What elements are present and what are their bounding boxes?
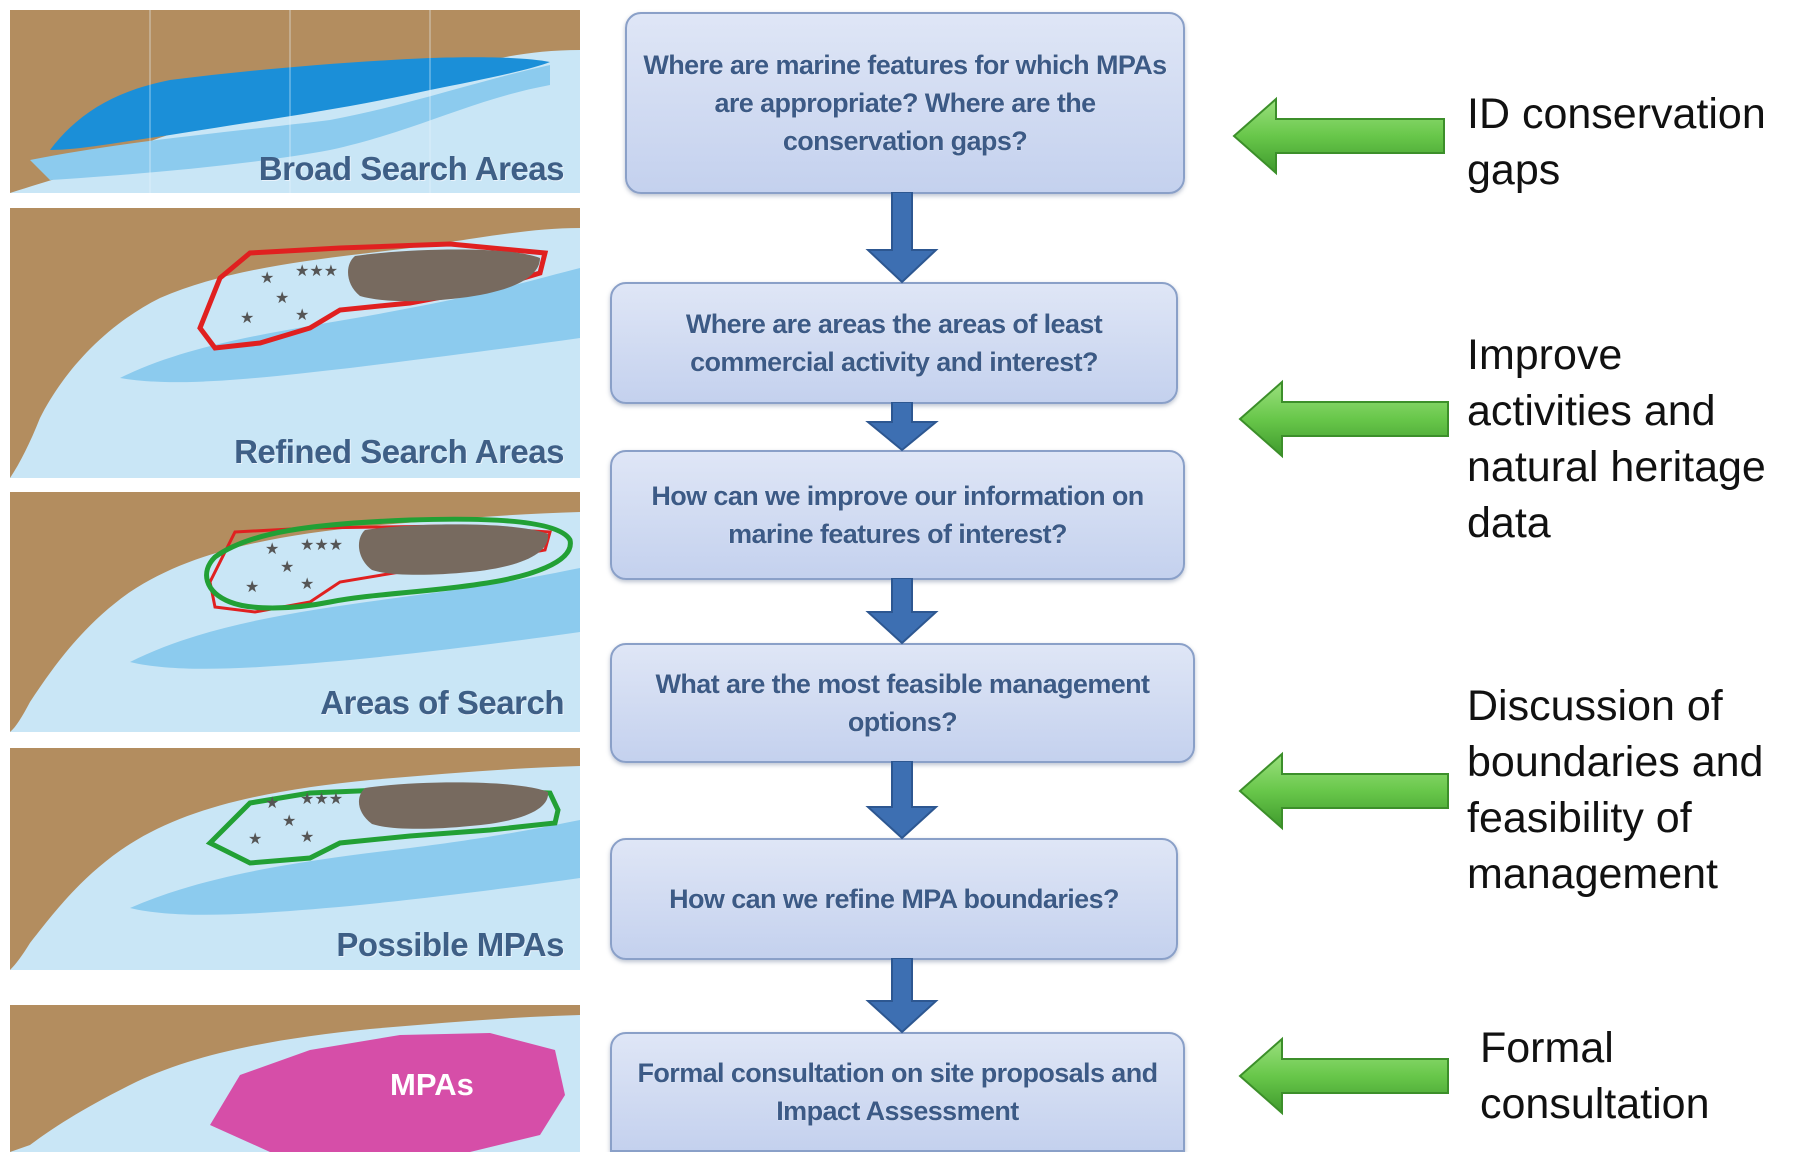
svg-text:★: ★	[245, 579, 259, 596]
svg-text:★★★: ★★★	[295, 263, 338, 280]
svg-text:★: ★	[265, 541, 279, 558]
annotation-id-conservation-gaps: ID conservation gaps	[1467, 90, 1766, 194]
svg-text:★: ★	[265, 795, 279, 812]
flow-step-text: Where are areas the areas of least comme…	[685, 309, 1103, 377]
flow-step-commercial-activity: Where are areas the areas of least comme…	[610, 282, 1178, 404]
svg-text:★: ★	[240, 310, 254, 327]
map-possible-mpas-illustration: ★ ★★★ ★ ★ ★	[10, 748, 580, 970]
map-mpas-illustration	[10, 1005, 580, 1152]
left-arrow-icon	[1238, 751, 1449, 831]
panel-label-possible-mpas: Possible MPAs	[336, 926, 564, 963]
flow-step-management-options: What are the most feasible management op…	[610, 643, 1195, 763]
map-panel-areas-of-search: ★ ★★★ ★ ★ ★ Areas of Search	[10, 492, 580, 732]
flow-step-text: What are the most feasible management op…	[655, 669, 1151, 737]
panel-label-mpas: MPAs	[390, 1067, 474, 1102]
map-panel-mpas: MPAs	[10, 1005, 580, 1152]
map-panel-refined: ★ ★★★ ★ ★ ★ Refined Search Areas	[10, 208, 580, 478]
flow-step-refine-boundaries: How can we refine MPA boundaries?	[610, 838, 1178, 960]
left-arrow-icon	[1232, 96, 1445, 176]
down-arrow-icon	[865, 192, 939, 284]
panel-label-broad: Broad Search Areas	[258, 150, 565, 187]
flow-step-improve-information: How can we improve our information on ma…	[610, 450, 1185, 580]
down-arrow-icon	[865, 958, 939, 1034]
svg-text:★★★: ★★★	[300, 537, 343, 554]
svg-text:★: ★	[300, 576, 314, 593]
flow-step-formal-consultation: Formal consultation on site proposals an…	[610, 1032, 1185, 1152]
svg-text:★: ★	[260, 270, 274, 287]
left-arrow-icon	[1238, 1036, 1449, 1116]
map-panel-possible-mpas: ★ ★★★ ★ ★ ★ Possible MPAs	[10, 748, 580, 970]
flow-step-text: Formal consultation on site proposals an…	[637, 1058, 1159, 1126]
svg-text:★★★: ★★★	[300, 791, 343, 808]
panel-label-refined: Refined Search Areas	[234, 433, 564, 470]
down-arrow-icon	[865, 578, 939, 645]
left-arrow-icon	[1238, 379, 1449, 459]
svg-text:★: ★	[295, 307, 309, 324]
annotation-improve-data: Improve activities and natural heritage …	[1467, 331, 1766, 547]
map-refined-illustration: ★ ★★★ ★ ★ ★	[10, 208, 580, 478]
flow-step-text: How can we refine MPA boundaries?	[669, 884, 1119, 914]
annotation-formal-consultation: Formal consultation	[1480, 1024, 1710, 1128]
map-panel-broad: Broad Search Areas	[10, 10, 580, 193]
map-areas-of-search-illustration: ★ ★★★ ★ ★ ★	[10, 492, 580, 732]
flow-step-conservation-gaps: Where are marine features for which MPAs…	[625, 12, 1185, 194]
svg-text:★: ★	[282, 813, 296, 830]
map-broad-illustration	[10, 10, 580, 193]
annotation-discussion-boundaries: Discussion of boundaries and feasibility…	[1467, 682, 1764, 898]
flow-step-text: How can we improve our information on ma…	[651, 481, 1144, 549]
down-arrow-icon	[865, 402, 939, 452]
svg-text:★: ★	[275, 290, 289, 307]
svg-text:★: ★	[248, 831, 262, 848]
svg-text:★: ★	[280, 559, 294, 576]
down-arrow-icon	[865, 761, 939, 840]
svg-text:★: ★	[300, 829, 314, 846]
panel-label-areas-of-search: Areas of Search	[320, 684, 564, 721]
flow-step-text: Where are marine features for which MPAs…	[643, 50, 1167, 156]
